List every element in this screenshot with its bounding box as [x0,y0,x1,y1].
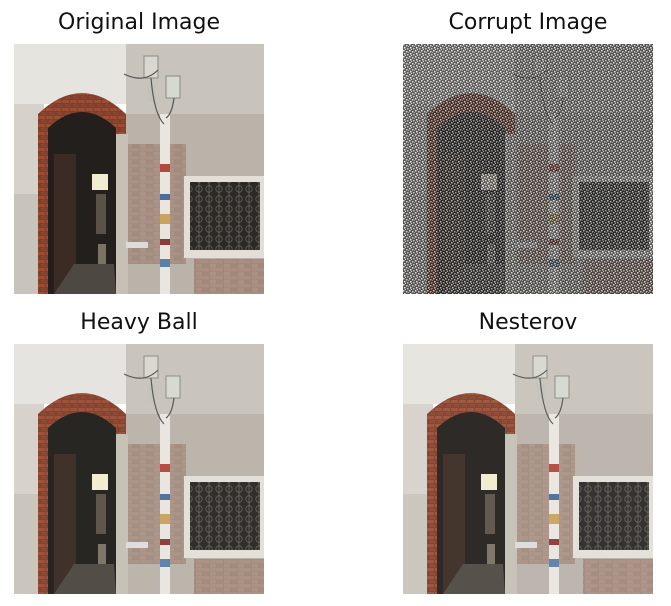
corrupt-photo [403,44,653,294]
panel-title: Heavy Ball [80,310,198,335]
panel-title: Original Image [58,10,220,35]
nesterov-reconstruction [403,344,653,594]
heavy-ball-reconstruction [14,344,264,594]
panel-title: Nesterov [478,310,578,335]
original-photo [14,44,264,294]
panel-title: Corrupt Image [448,10,608,35]
